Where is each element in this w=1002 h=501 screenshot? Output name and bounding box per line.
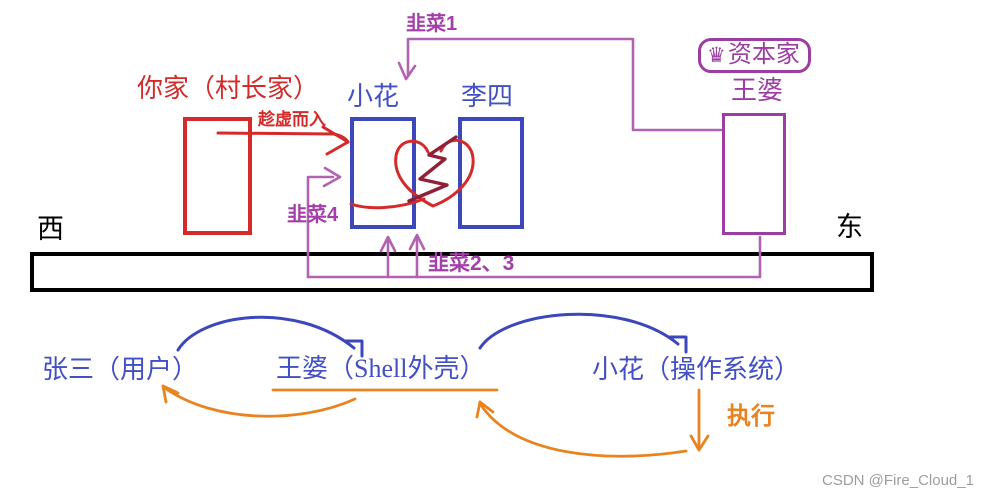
- leek23-label: 韭菜2、3: [428, 252, 515, 275]
- sneak-in-label: 趁虚而入: [258, 110, 326, 129]
- wangpo-label: 王婆: [731, 76, 784, 105]
- xiaohua-os-label: 小花（操作系统）: [592, 355, 801, 384]
- broken-heart-sketch: [349, 138, 475, 210]
- leek4-route-line: [306, 166, 342, 279]
- crown-icon: ♛: [707, 42, 726, 67]
- xiaohua-house-box: [350, 117, 416, 229]
- east-label: 东: [836, 212, 863, 242]
- capitalist-badge: ♛ 资本家: [698, 38, 811, 73]
- sneak-in-arrow: [216, 125, 350, 156]
- flow-arc-wangpo-to-xiaohua: [478, 312, 688, 354]
- xiaohua-label: 小花: [347, 82, 400, 111]
- your-home-label: 你家（村长家）: [137, 74, 320, 103]
- lightning-bolt-sketch: [407, 135, 458, 203]
- leek1-label: 韭菜1: [406, 13, 458, 35]
- zhangsan-user-label: 张三（用户）: [42, 355, 199, 384]
- your-home-box: [183, 117, 252, 235]
- lisi-label: 李四: [461, 82, 514, 111]
- leek1-route-line: [397, 37, 723, 132]
- road-bar: [30, 252, 874, 292]
- leek23-route-line: [306, 233, 762, 279]
- wangpo-shell-label: 王婆（Shell外壳）: [276, 354, 486, 383]
- flow-orange-strokes: [161, 384, 710, 458]
- capitalist-label: 资本家: [727, 42, 800, 68]
- execute-label: 执行: [727, 403, 775, 430]
- leek4-label: 韭菜4: [287, 204, 339, 226]
- csdn-watermark: CSDN @Fire_Cloud_1: [822, 472, 974, 489]
- lisi-house-box: [458, 117, 524, 229]
- flow-arc-zhangsan-to-wangpo: [176, 315, 364, 358]
- west-label: 西: [37, 214, 64, 244]
- wangpo-house-box: [722, 113, 786, 235]
